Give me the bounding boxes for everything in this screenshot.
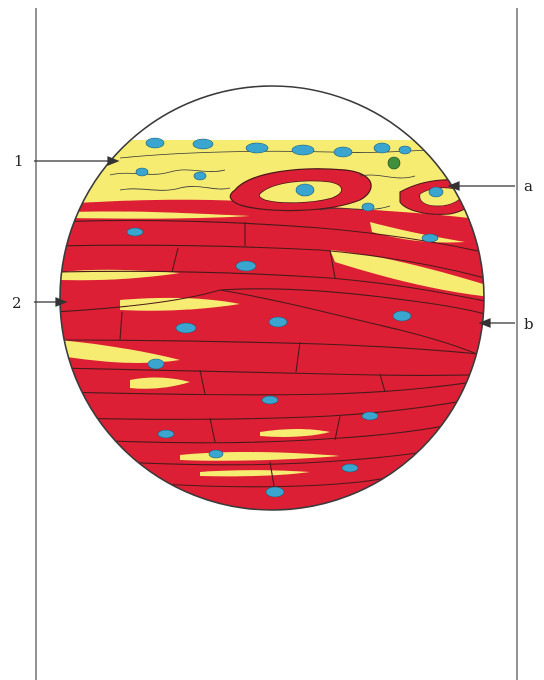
green-cell	[387, 156, 401, 170]
interstitial-streaks	[60, 211, 484, 477]
label-b: b	[524, 315, 534, 333]
label-a: a	[524, 177, 533, 195]
arrowhead-a	[447, 181, 460, 191]
label-1: 1	[14, 152, 24, 170]
label-2: 2	[12, 294, 22, 312]
leader-lines	[34, 156, 515, 328]
nuclei	[126, 137, 444, 498]
muscle-tissue-mass	[60, 199, 484, 510]
muscle-fiber-outlines	[60, 219, 484, 488]
arrowhead-b	[478, 318, 491, 328]
microscope-field	[59, 85, 485, 511]
arrowhead-2	[55, 297, 68, 307]
arrowhead-1	[107, 156, 120, 166]
